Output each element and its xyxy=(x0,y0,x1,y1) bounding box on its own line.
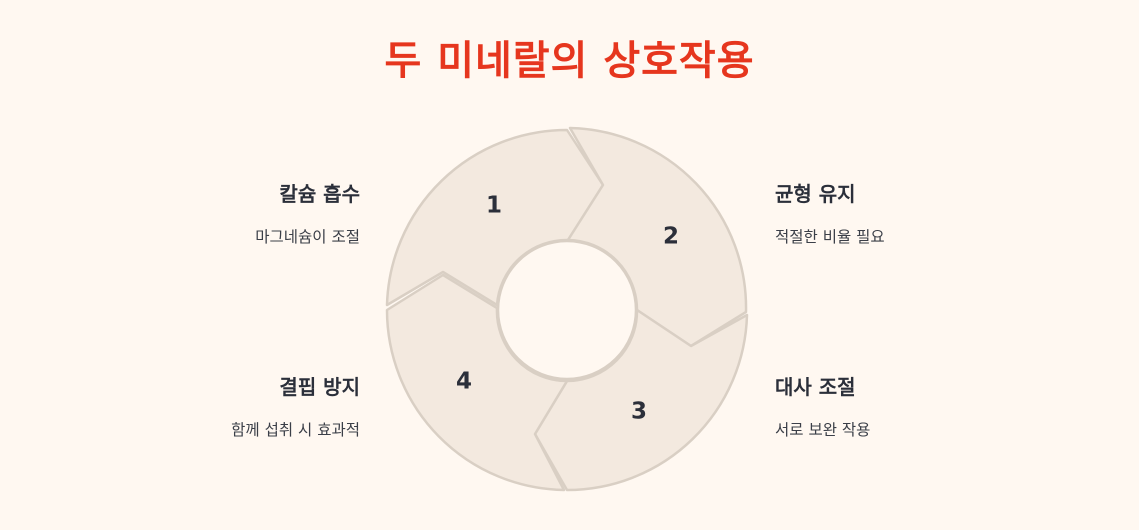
page-title: 두 미네랄의 상호작용 xyxy=(384,38,755,84)
step-number-4: 4 xyxy=(456,369,472,395)
step-label-3: 대사 조절 서로 보완 작용 xyxy=(775,371,1015,440)
step-heading-1: 칼슘 흡수 xyxy=(279,182,360,206)
step-description-1: 마그네슘이 조절 xyxy=(255,228,360,246)
step-number-2: 2 xyxy=(663,224,679,250)
step-description-2: 적절한 비율 필요 xyxy=(775,228,885,246)
step-description-3: 서로 보완 작용 xyxy=(775,421,871,439)
cycle-center xyxy=(496,239,638,381)
step-label-2: 균형 유지 적절한 비율 필요 xyxy=(775,178,1015,247)
step-heading-2: 균형 유지 xyxy=(775,182,856,206)
cycle-segment-4 xyxy=(385,273,569,492)
step-heading-3: 대사 조절 xyxy=(775,375,856,399)
step-label-1: 칼슘 흡수 마그네슘이 조절 xyxy=(120,178,360,247)
step-number-1: 1 xyxy=(486,193,502,219)
step-number-3: 3 xyxy=(631,399,647,425)
step-heading-4: 결핍 방지 xyxy=(279,375,360,399)
step-label-4: 결핍 방지 함께 섭취 시 효과적 xyxy=(120,371,360,440)
cycle-segment-3 xyxy=(533,308,749,492)
step-description-4: 함께 섭취 시 효과적 xyxy=(231,421,360,439)
